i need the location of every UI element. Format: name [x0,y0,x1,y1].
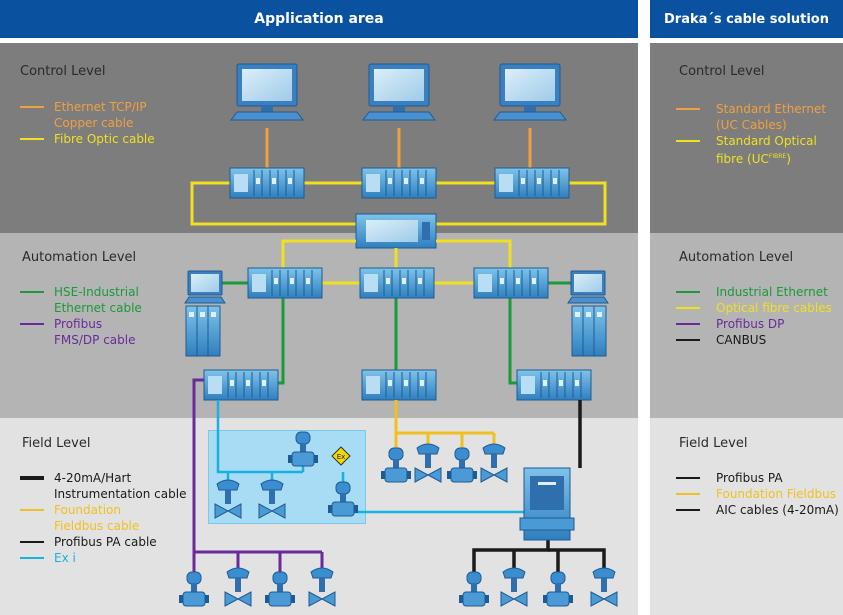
legend-text: Ethernet cable [54,301,142,315]
field-level-title: Field Level [22,436,91,451]
control-solution-band [650,43,843,233]
exi-zone [208,430,366,524]
control-level-title: Control Level [20,64,106,79]
field-legend: 4-20mA/Hart Instrumentation cable Founda… [20,470,186,566]
automation-solution-legend: Industrial Ethernet Optical fibre cables… [676,284,832,348]
legend-text: Fieldbus cable [54,519,140,533]
legend-swatch [20,541,44,543]
legend-ethernet-tcpip: Ethernet TCP/IP [20,99,155,115]
solution-foundation-fieldbus: Foundation Fieldbus [676,486,839,502]
legend-fibre-optic: Fibre Optic cable [20,131,155,147]
legend-text: FMS/DP cable [54,333,136,347]
legend-swatch [20,323,44,325]
legend-swatch [676,140,700,142]
automation-solution-title: Automation Level [679,250,794,265]
legend-swatch [20,476,44,480]
legend-profibus-pa: Profibus PA cable [20,534,186,550]
legend-text: Foundation Fieldbus [716,487,836,501]
legend-text: (UC Cables) [716,118,787,132]
legend-text: 4-20mA/Hart [54,471,132,485]
legend-swatch [20,557,44,559]
control-solution-legend: Standard Ethernet (UC Cables) Standard O… [676,101,826,167]
draka-solution-header: Draka´s cable solution [650,0,843,38]
legend-hse: HSE-Industrial [20,284,142,300]
solution-standard-ethernet: Standard Ethernet [676,101,826,117]
legend-exi: Ex i [20,550,186,566]
legend-text: Standard Optical [716,134,817,148]
automation-level-title: Automation Level [22,250,137,265]
legend-swatch [676,307,700,309]
automation-legend: HSE-Industrial Ethernet cable Profibus F… [20,284,142,348]
legend-swatch [676,108,700,110]
field-solution-band [650,418,843,615]
solution-standard-optical: Standard Optical [676,133,826,149]
solution-industrial-ethernet: Industrial Ethernet [676,284,832,300]
solution-profibus-dp: Profibus DP [676,316,832,332]
legend-text: Fibre Optic cable [54,132,155,146]
control-solution-title: Control Level [679,64,765,79]
legend-4-20ma: 4-20mA/Hart [20,470,186,486]
solution-canbus: CANBUS [676,332,832,348]
legend-swatch [20,138,44,140]
legend-text: HSE-Industrial [54,285,139,299]
field-solution-legend: Profibus PA Foundation Fieldbus AIC cabl… [676,470,839,518]
legend-text: Standard Ethernet [716,102,827,116]
legend-swatch [676,323,700,325]
field-solution-title: Field Level [679,436,748,451]
legend-text: Copper cable [54,116,134,130]
legend-text: Profibus PA [716,471,783,485]
legend-swatch [676,493,700,495]
legend-text: Ex i [54,551,76,565]
legend-foundation: Foundation [20,502,186,518]
legend-text: fibre (UC [716,152,769,166]
legend-text-fibre: fibre (UCFIBRE) [676,149,826,167]
legend-swatch [676,477,700,479]
legend-text: Optical fibre cables [716,301,832,315]
automation-solution-band [650,233,843,418]
legend-sup: FIBRE [768,153,787,160]
application-area-header: Application area [0,0,638,38]
legend-text: Profibus [54,317,103,331]
solution-optical-fibre: Optical fibre cables [676,300,832,316]
legend-profibus: Profibus [20,316,142,332]
control-legend: Ethernet TCP/IP Copper cable Fibre Optic… [20,99,155,147]
legend-text: AIC cables (4-20mA) [716,503,839,517]
legend-swatch [676,509,700,511]
legend-swatch [20,106,44,108]
legend-text: Ethernet TCP/IP [54,100,147,114]
legend-text: ) [786,152,791,166]
legend-swatch [20,291,44,293]
legend-swatch [676,291,700,293]
legend-text: CANBUS [716,333,767,347]
legend-text: Foundation [54,503,121,517]
legend-text: Industrial Ethernet [716,285,828,299]
legend-swatch [20,509,44,511]
solution-profibus-pa: Profibus PA [676,470,839,486]
legend-text: Instrumentation cable [54,487,187,501]
legend-swatch [676,339,700,341]
solution-aic-cables: AIC cables (4-20mA) [676,502,839,518]
legend-text: Profibus PA cable [54,535,157,549]
legend-text: Profibus DP [716,317,785,331]
